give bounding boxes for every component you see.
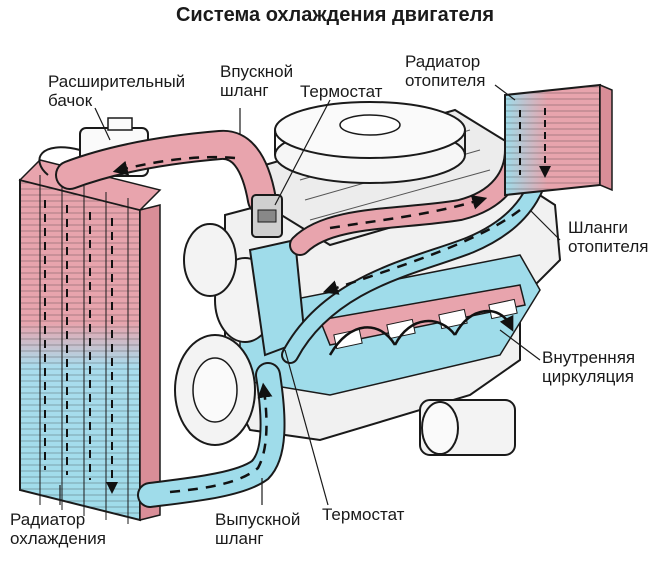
starter-motor <box>419 399 516 456</box>
label-thermostat-bottom: Термостат <box>322 505 405 524</box>
label-heater-hoses: Шланги отопителя <box>568 218 649 256</box>
label-expansion-tank: Расширительный бачок <box>48 72 186 110</box>
heater-radiator <box>504 83 613 197</box>
air-filter <box>274 101 466 184</box>
label-intake-hose: Впускной шланг <box>220 62 294 100</box>
label-internal-circulation: Внутренняя циркуляция <box>542 348 636 386</box>
leader-lines <box>59 84 561 506</box>
thermostat-housing <box>251 194 283 238</box>
page-title: Система охлаждения двигателя <box>175 4 495 26</box>
belt-drive <box>174 223 276 446</box>
label-thermostat-top: Термостат <box>300 82 383 101</box>
water-jacket <box>239 254 541 396</box>
label-cooling-radiator: Радиатор охлаждения <box>10 510 106 548</box>
label-heater-radiator: Радиатор отопителя <box>405 52 486 90</box>
upper-hose <box>55 129 277 215</box>
cooling-radiator <box>18 159 162 524</box>
label-outlet-hose: Выпускной шланг <box>215 510 301 548</box>
lower-hose <box>137 362 286 508</box>
